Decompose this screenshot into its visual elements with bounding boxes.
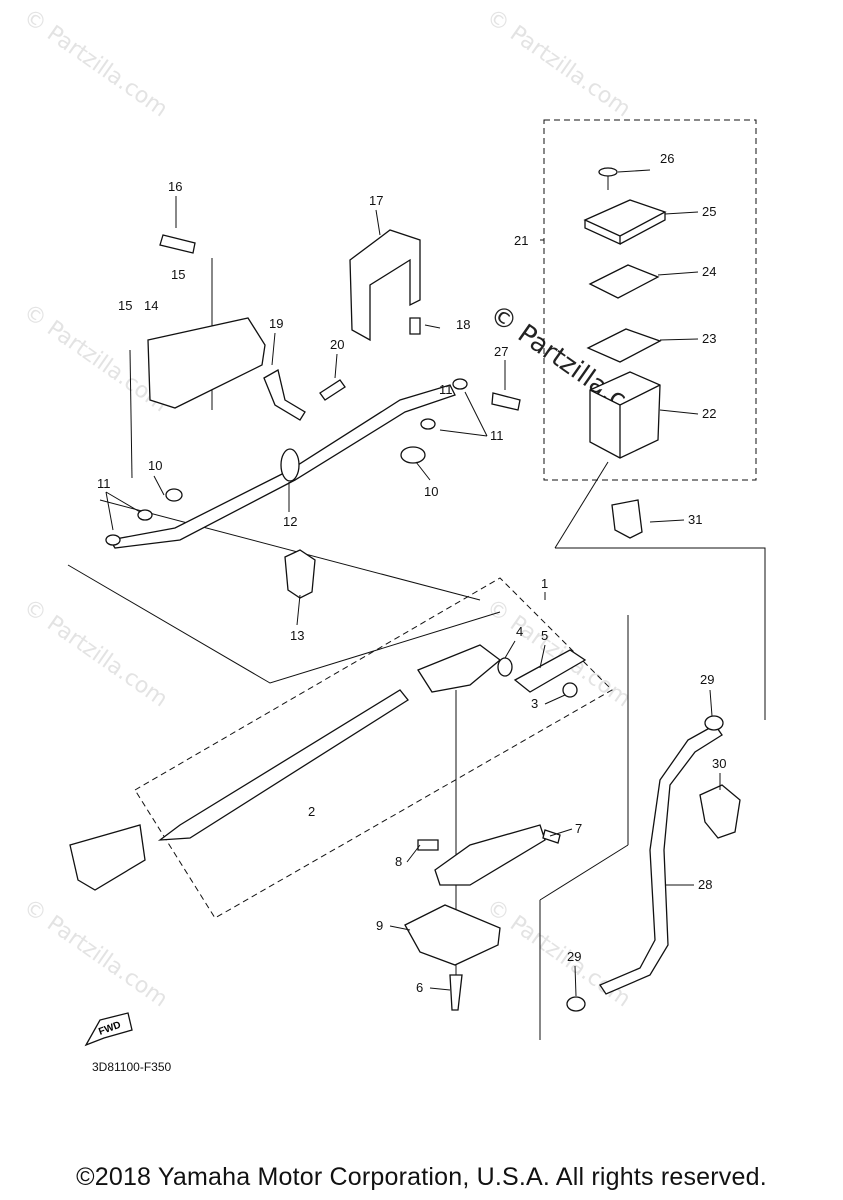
callout: 29 (700, 672, 714, 687)
hose-grommet (280, 448, 300, 482)
callout: 29 (567, 949, 581, 964)
callout: 11 (97, 476, 111, 491)
reservoir-assembly-box (543, 119, 757, 481)
hose-holder-plate (147, 317, 266, 409)
callout: 4 (516, 624, 523, 639)
callout: 23 (702, 331, 716, 346)
reservoir-hose (599, 724, 723, 995)
master-cylinder-assembly-box (134, 577, 613, 919)
callout: 28 (698, 877, 712, 892)
callout: 15 (118, 298, 132, 313)
piston-kit (157, 689, 409, 841)
callout-leaders (105, 169, 721, 997)
hose-clamp (284, 549, 316, 599)
hose-joint (513, 649, 587, 693)
master-cylinder-body (417, 644, 502, 693)
callout: 14 (144, 298, 158, 313)
callout: 8 (395, 854, 402, 869)
watermark: © Partzilla.com (482, 4, 635, 122)
watermark: © Partzilla.com (19, 894, 172, 1012)
copper-washer (420, 418, 436, 430)
bracket-pin (542, 829, 561, 844)
o-ring (497, 657, 513, 677)
callout: 3 (531, 696, 538, 711)
copper-washer (137, 509, 153, 521)
callout: 25 (702, 204, 716, 219)
callout: 19 (269, 316, 283, 331)
brake-hose (108, 384, 456, 549)
callout: 18 (456, 317, 470, 332)
master-cylinder-bracket (434, 824, 546, 886)
callout: 26 (660, 151, 674, 166)
callout: 9 (376, 918, 383, 933)
callouts: 1 2 3 4 5 6 7 8 9 10 10 11 11 11 12 13 1… (97, 151, 726, 995)
reservoir-cap (583, 199, 667, 246)
callout: 12 (283, 514, 297, 529)
copper-washer (452, 378, 468, 390)
diagram-code: 3D81100-F350 (92, 1060, 172, 1074)
callout: 31 (688, 512, 702, 527)
cable-tie (129, 349, 133, 479)
hose-clip (562, 682, 578, 698)
callout: 17 (369, 193, 383, 208)
hose-holder (699, 784, 741, 839)
reservoir-bracket (611, 499, 643, 539)
callout: 13 (290, 628, 304, 643)
reservoir-diaphragm (586, 328, 662, 363)
callout: 16 (168, 179, 182, 194)
watermark: © Partzilla.com (19, 4, 172, 122)
callout: 1 (541, 576, 548, 591)
callout: 21 (514, 233, 528, 248)
callout: 7 (575, 821, 582, 836)
union-bolt (400, 446, 426, 464)
union-bolt (165, 488, 183, 502)
watermark: © Partzilla.com (482, 894, 635, 1012)
guide-bolt (409, 317, 421, 335)
reservoir-cap-screw (598, 167, 618, 190)
holder-bolt (159, 234, 196, 254)
callout: 2 (308, 804, 315, 819)
stay-bolt (319, 379, 346, 401)
callout: 5 (541, 628, 548, 643)
callout: 15 (171, 267, 185, 282)
callout: 24 (702, 264, 716, 279)
callout: 10 (424, 484, 438, 499)
reservoir-bolt (491, 392, 521, 411)
copyright-notice: ©2018 Yamaha Motor Corporation, U.S.A. A… (76, 1163, 767, 1191)
callout: 22 (702, 406, 716, 421)
push-rod-clevis (69, 824, 146, 891)
callout: 30 (712, 756, 726, 771)
hose-stay (263, 369, 306, 421)
hose-clip-lower (566, 996, 586, 1012)
callout: 10 (148, 458, 162, 473)
callout: 11 (439, 382, 453, 397)
callout: 20 (330, 337, 344, 352)
callout: 6 (416, 980, 423, 995)
bracket-bolt (417, 839, 439, 851)
reservoir-tank (589, 371, 661, 459)
fwd-arrow-icon: FWD (84, 1012, 133, 1047)
reservoir-plate (588, 264, 660, 299)
copper-washer (105, 534, 121, 546)
mounting-bolt (449, 974, 463, 1011)
callout: 27 (494, 344, 508, 359)
hose-guide-bracket (349, 229, 421, 342)
hose-clip-upper (704, 715, 724, 731)
callout: 11 (490, 428, 504, 443)
watermark: © Partzilla.com (482, 594, 635, 712)
heat-protector (404, 904, 501, 966)
